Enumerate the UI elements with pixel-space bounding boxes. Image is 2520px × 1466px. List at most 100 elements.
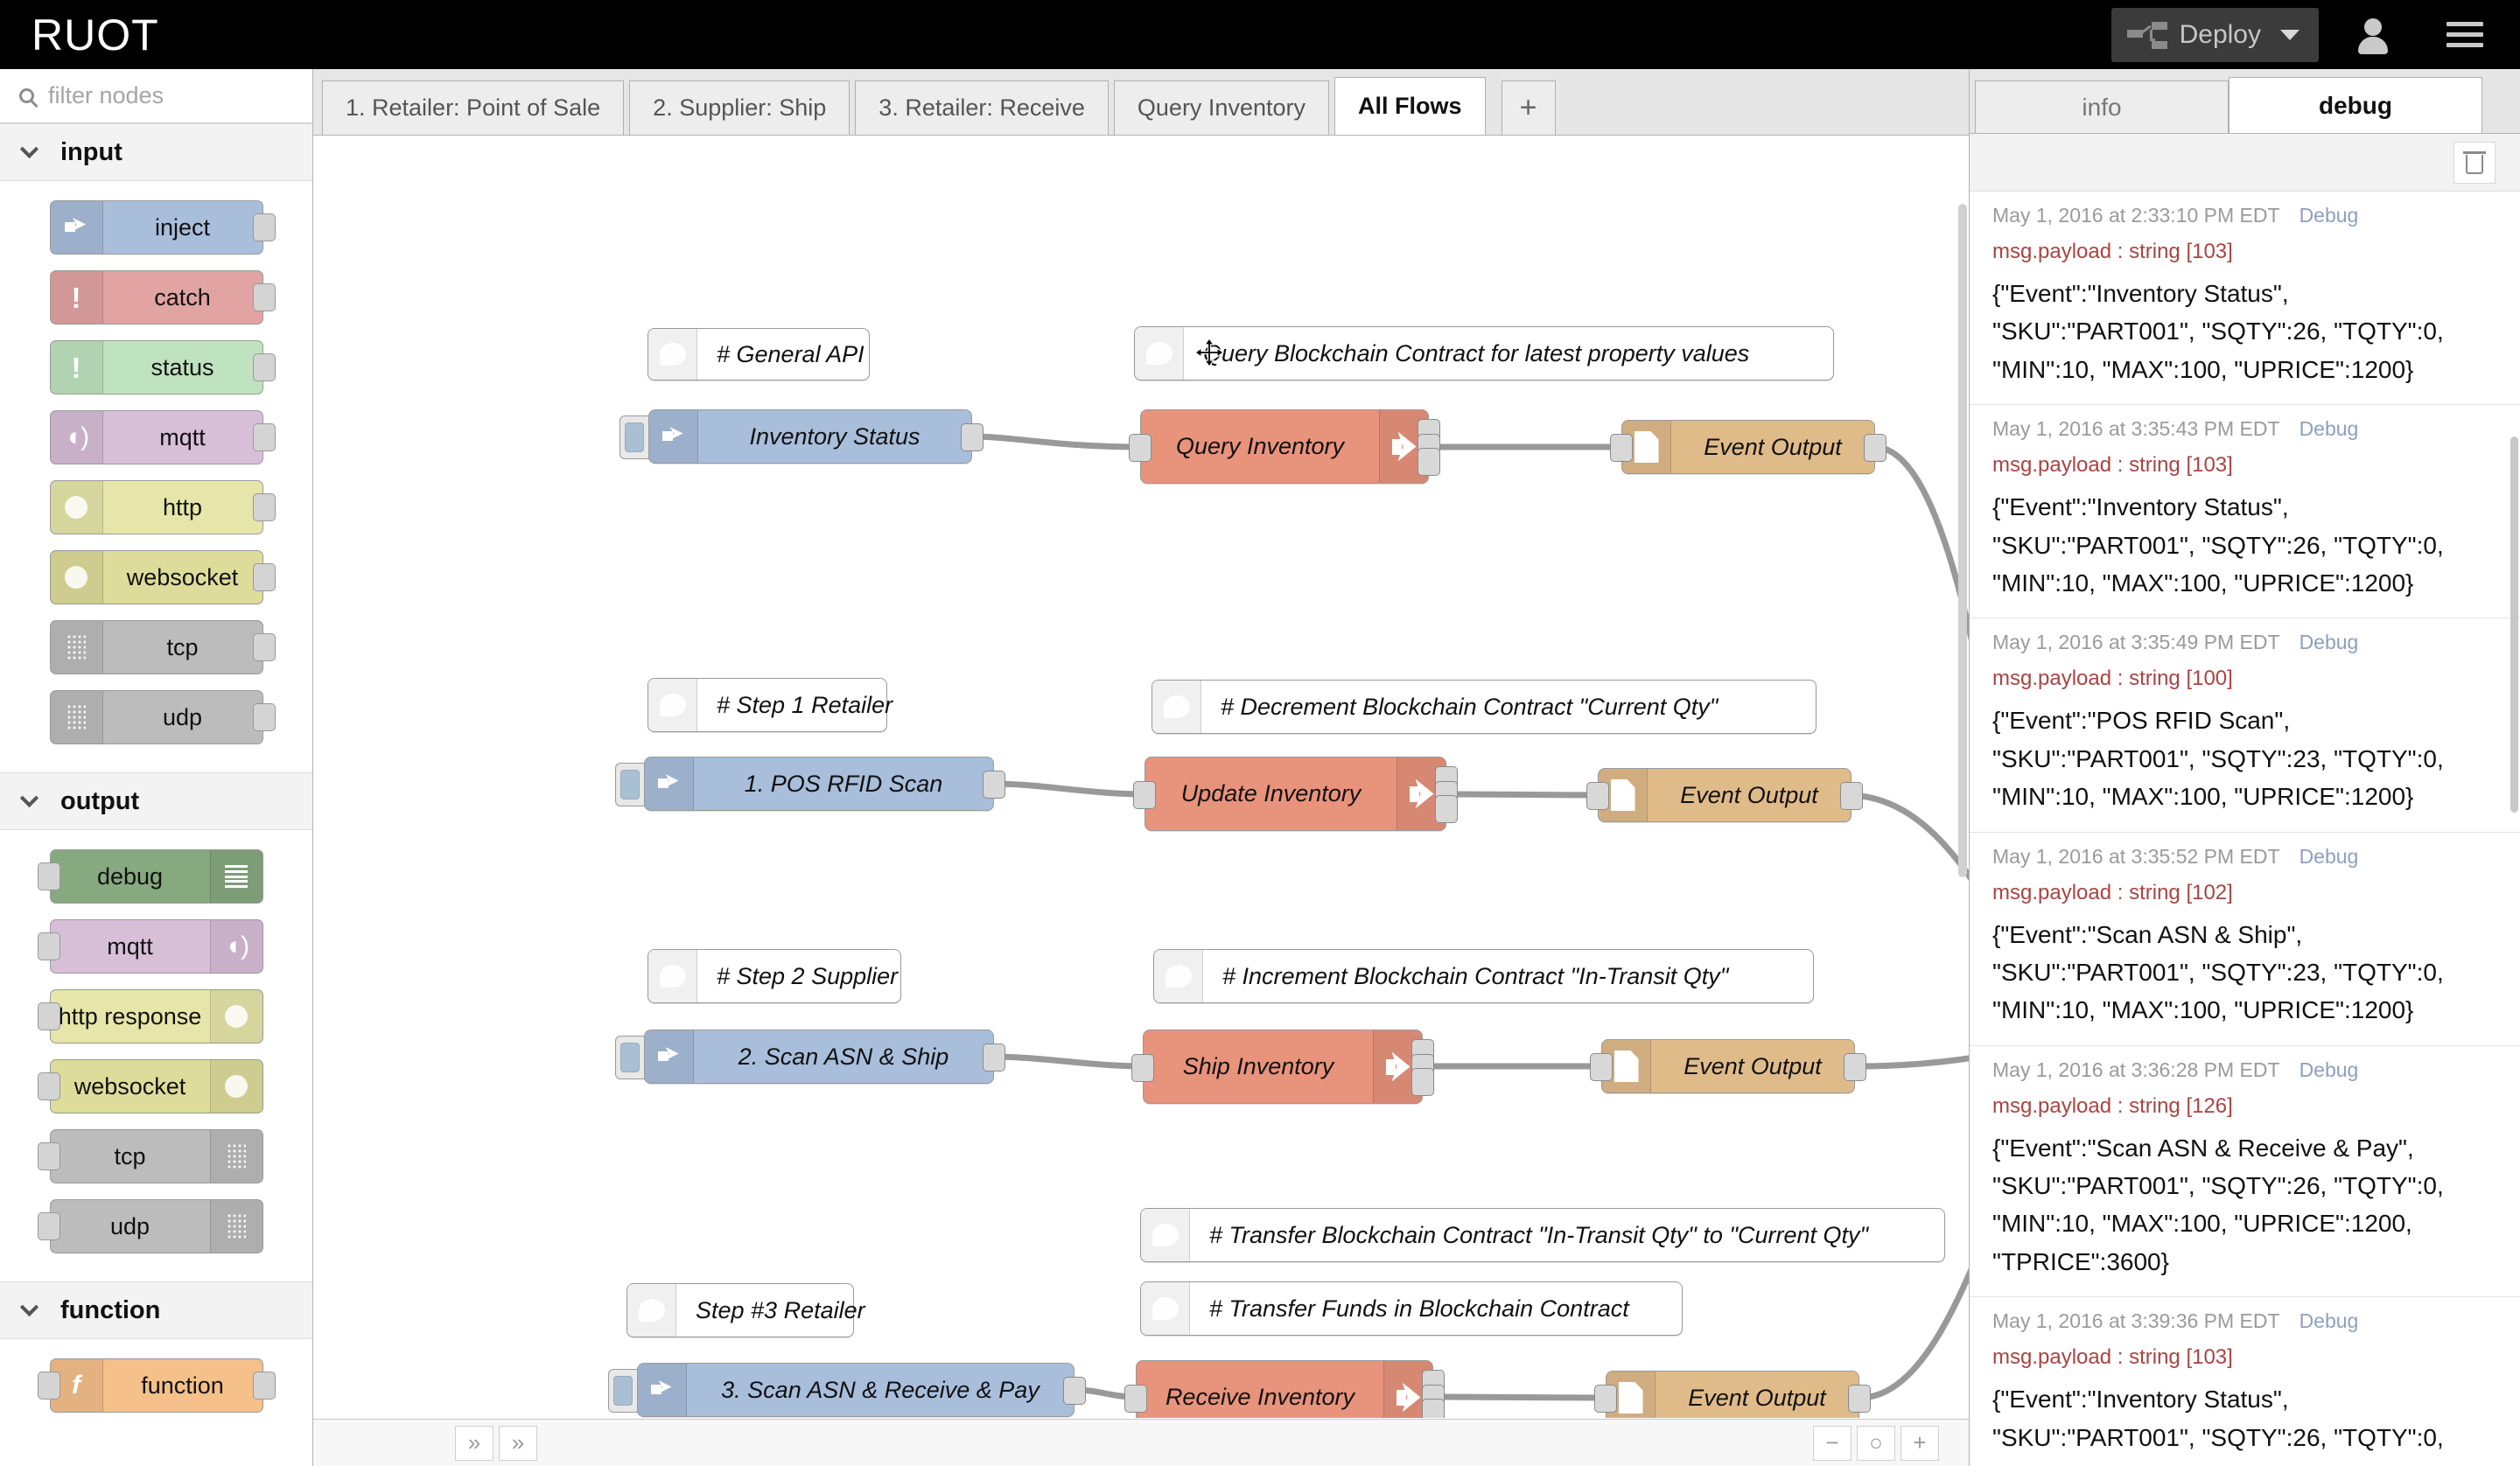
output-port[interactable] bbox=[252, 423, 276, 451]
input-port[interactable] bbox=[37, 932, 60, 960]
inject-trigger-button[interactable] bbox=[620, 415, 649, 459]
output-port[interactable] bbox=[252, 283, 276, 311]
palette-category-output[interactable]: output bbox=[0, 772, 312, 830]
flow-canvas[interactable]: # General API Query Blockchain Contract f… bbox=[313, 136, 1969, 1418]
input-port[interactable] bbox=[1610, 434, 1633, 462]
deploy-button[interactable]: Deploy bbox=[2110, 7, 2319, 62]
output-port[interactable] bbox=[983, 1044, 1005, 1072]
process-node[interactable]: Query Inventory bbox=[1129, 409, 1440, 484]
palette-node-inject[interactable]: inject bbox=[49, 200, 276, 255]
hamburger-menu-icon[interactable] bbox=[2446, 16, 2483, 53]
flow-tab-1-retailer-point-of-sale[interactable]: 1. Retailer: Point of Sale bbox=[322, 80, 625, 135]
output-node[interactable]: Event Output bbox=[1586, 768, 1863, 822]
output-port[interactable] bbox=[252, 633, 276, 661]
output-port[interactable] bbox=[961, 423, 984, 451]
debug-scrollbar[interactable] bbox=[2510, 192, 2518, 1466]
input-port[interactable] bbox=[1131, 1054, 1154, 1082]
comment-node[interactable]: # Step 1 Retailer bbox=[648, 678, 892, 732]
chevrons-up-icon[interactable]: » bbox=[455, 1425, 494, 1461]
input-port[interactable] bbox=[1586, 782, 1609, 810]
inject-trigger-button[interactable] bbox=[615, 1036, 645, 1079]
input-port[interactable] bbox=[37, 862, 60, 890]
palette-node-mqtt[interactable]: mqtt◖) bbox=[37, 919, 263, 974]
inject-node[interactable]: 2. Scan ASN & Ship bbox=[615, 1030, 1005, 1084]
palette-node-debug[interactable]: debug bbox=[37, 849, 263, 904]
palette-node-http-response[interactable]: http response bbox=[37, 989, 263, 1044]
inject-node[interactable]: 1. POS RFID Scan bbox=[615, 757, 1005, 811]
output-node[interactable]: Event Output bbox=[1590, 1039, 1866, 1093]
palette-category-input[interactable]: input bbox=[0, 123, 312, 181]
output-node[interactable]: Event Output bbox=[1610, 420, 1886, 474]
palette-node-udp[interactable]: udp bbox=[37, 1199, 263, 1253]
canvas-scrollbar[interactable] bbox=[1958, 204, 1967, 1367]
flow-tab-2-supplier-ship[interactable]: 2. Supplier: Ship bbox=[629, 80, 850, 135]
output-port[interactable] bbox=[1063, 1377, 1086, 1405]
output-port[interactable] bbox=[252, 353, 276, 381]
output-port[interactable] bbox=[1864, 434, 1886, 462]
output-port-3[interactable] bbox=[1422, 1399, 1445, 1418]
flow-tab-query-inventory[interactable]: Query Inventory bbox=[1113, 80, 1329, 135]
input-port[interactable] bbox=[1124, 1385, 1147, 1413]
input-port[interactable] bbox=[37, 1142, 60, 1170]
output-port[interactable] bbox=[252, 213, 276, 241]
palette-node-websocket[interactable]: websocket bbox=[49, 550, 276, 604]
input-port[interactable] bbox=[1133, 781, 1156, 809]
input-port[interactable] bbox=[37, 1372, 60, 1400]
chevrons-down-icon[interactable]: » bbox=[499, 1425, 537, 1461]
palette-node-tcp[interactable]: tcp bbox=[37, 1129, 263, 1183]
comment-node[interactable]: # Transfer Blockchain Contract "In-Trans… bbox=[1140, 1208, 1945, 1262]
output-port-3[interactable] bbox=[1411, 1068, 1434, 1096]
user-icon[interactable] bbox=[2354, 16, 2392, 54]
output-port[interactable] bbox=[252, 493, 276, 521]
input-port[interactable] bbox=[1590, 1053, 1613, 1081]
add-flow-tab-button[interactable]: + bbox=[1501, 80, 1556, 135]
chevron-down-icon[interactable] bbox=[2280, 29, 2300, 40]
flow-tab-all-flows[interactable]: All Flows bbox=[1334, 77, 1486, 135]
palette-category-function[interactable]: function bbox=[0, 1281, 312, 1339]
input-port[interactable] bbox=[37, 1212, 60, 1240]
output-port[interactable] bbox=[252, 1372, 276, 1400]
palette-node-websocket[interactable]: websocket bbox=[37, 1059, 263, 1113]
output-port[interactable] bbox=[252, 563, 276, 591]
process-node[interactable]: Receive Inventory bbox=[1124, 1360, 1445, 1418]
zoom-in-button[interactable]: + bbox=[1900, 1425, 1939, 1461]
inject-trigger-button[interactable] bbox=[608, 1369, 638, 1413]
palette-node-tcp[interactable]: tcp bbox=[49, 620, 276, 674]
process-node[interactable]: Update Inventory bbox=[1133, 757, 1458, 831]
inject-trigger-button[interactable] bbox=[615, 763, 645, 806]
palette-node-mqtt[interactable]: ◖)mqtt bbox=[49, 410, 276, 464]
filter-nodes-input[interactable] bbox=[48, 82, 276, 109]
output-port[interactable] bbox=[1848, 1385, 1871, 1413]
sidebar-tab-info[interactable]: info bbox=[1975, 80, 2229, 133]
output-port-3[interactable] bbox=[1418, 448, 1440, 476]
comment-node[interactable]: # Transfer Funds in Blockchain Contract bbox=[1140, 1281, 1683, 1336]
input-port[interactable] bbox=[1129, 434, 1152, 462]
flow-tab-3-retailer-receive[interactable]: 3. Retailer: Receive bbox=[855, 80, 1109, 135]
input-port[interactable] bbox=[1594, 1385, 1617, 1413]
comment-node[interactable]: # Increment Blockchain Contract "In-Tran… bbox=[1153, 949, 1814, 1003]
process-node[interactable]: Ship Inventory bbox=[1131, 1030, 1434, 1104]
comment-node[interactable]: # Step 2 Supplier bbox=[648, 949, 901, 1003]
trash-icon[interactable] bbox=[2454, 141, 2496, 184]
output-port[interactable] bbox=[1844, 1053, 1866, 1081]
inject-node[interactable]: 3. Scan ASN & Receive & Pay bbox=[608, 1363, 1086, 1417]
comment-node[interactable]: Query Blockchain Contract for latest pro… bbox=[1134, 326, 1834, 380]
zoom-reset-button[interactable]: ○ bbox=[1857, 1425, 1895, 1461]
output-port-3[interactable] bbox=[1435, 795, 1458, 823]
comment-node[interactable]: # General API bbox=[648, 328, 870, 380]
output-node[interactable]: Event Output bbox=[1594, 1371, 1871, 1418]
zoom-out-button[interactable]: − bbox=[1813, 1425, 1852, 1461]
palette-node-status[interactable]: !status bbox=[49, 340, 276, 394]
input-port[interactable] bbox=[37, 1002, 60, 1030]
input-port[interactable] bbox=[37, 1072, 60, 1100]
output-port[interactable] bbox=[252, 703, 276, 731]
output-port[interactable] bbox=[983, 771, 1005, 799]
